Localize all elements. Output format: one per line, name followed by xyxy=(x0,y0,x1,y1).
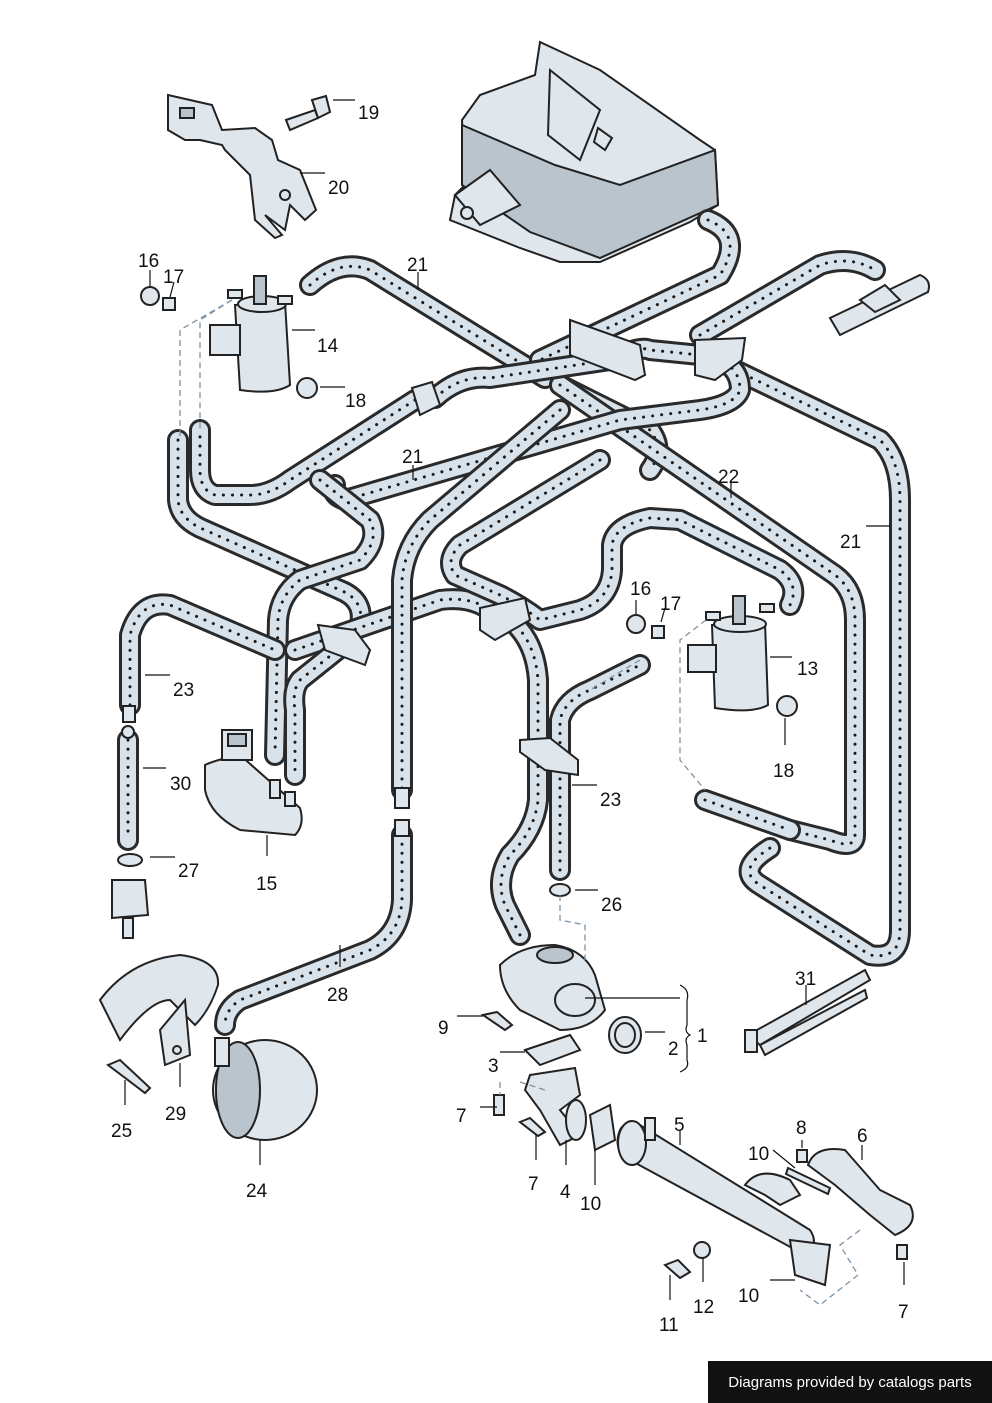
attribution-footer: Diagrams provided by catalogs parts xyxy=(708,1361,992,1403)
callout-21a: 21 xyxy=(407,255,428,276)
callout-7b: 7 xyxy=(528,1174,539,1195)
callout-5: 5 xyxy=(674,1115,685,1136)
callout-20: 20 xyxy=(328,178,349,199)
callout-26: 26 xyxy=(601,895,622,916)
solenoid-valve-13 xyxy=(687,595,775,712)
gasket-3 xyxy=(523,1033,582,1067)
callout-21b: 21 xyxy=(402,447,423,468)
mounting-bracket-29 xyxy=(98,953,220,1067)
bolts xyxy=(480,1010,908,1280)
screw-25 xyxy=(106,1058,152,1095)
callout-3: 3 xyxy=(488,1056,499,1077)
attribution-text: Diagrams provided by catalogs parts xyxy=(728,1373,972,1391)
callout-23a: 23 xyxy=(173,680,194,701)
vacuum-hoses xyxy=(117,209,911,1036)
callout-12: 12 xyxy=(693,1297,714,1318)
callout-30: 30 xyxy=(170,774,191,795)
callout-16a: 16 xyxy=(138,251,159,272)
callout-18b: 18 xyxy=(773,761,794,782)
nuts-and-caps xyxy=(140,286,798,717)
pipe-6 xyxy=(806,1148,914,1237)
callout-7a: 7 xyxy=(456,1106,467,1127)
callout-18a: 18 xyxy=(345,391,366,412)
callout-27: 27 xyxy=(178,861,199,882)
callout-17a: 17 xyxy=(163,267,184,288)
callout-14: 14 xyxy=(317,336,339,357)
gasket-8 xyxy=(784,1149,832,1196)
callout-4: 4 xyxy=(560,1182,571,1203)
pressure-converter-15 xyxy=(204,729,303,837)
callout-17b: 17 xyxy=(660,594,681,615)
callout-labels: 1 2 3 4 5 6 7 7 7 8 9 10 10 10 11 12 13 … xyxy=(111,99,909,1336)
callout-16b: 16 xyxy=(630,579,651,600)
callout-1: 1 xyxy=(697,1026,708,1047)
gasket-10 xyxy=(588,1103,617,1152)
pipe-4 xyxy=(523,1066,587,1147)
callout-11: 11 xyxy=(659,1315,679,1336)
callout-13: 13 xyxy=(797,659,818,680)
callout-24: 24 xyxy=(246,1181,268,1202)
solenoid-valve-14 xyxy=(209,275,293,393)
callout-10c: 10 xyxy=(738,1286,759,1307)
callout-8: 8 xyxy=(796,1118,807,1139)
callout-2: 2 xyxy=(668,1039,679,1060)
egr-cooler-5 xyxy=(616,1117,832,1287)
callout-28: 28 xyxy=(327,985,348,1006)
vacuum-reservoir-24 xyxy=(212,1037,318,1141)
callout-21c: 21 xyxy=(840,532,861,553)
intake-pipe-fitting xyxy=(828,273,930,337)
hose-clamp-26 xyxy=(549,883,571,897)
callout-10a: 10 xyxy=(580,1194,601,1215)
filter-27 xyxy=(111,853,150,939)
callout-29: 29 xyxy=(165,1104,186,1125)
callout-31: 31 xyxy=(795,969,816,990)
guide-lines xyxy=(179,299,861,1306)
bracket xyxy=(167,93,318,240)
egr-valve-1 xyxy=(498,943,642,1054)
air-filter-housing xyxy=(448,40,720,263)
sensor-31 xyxy=(744,968,872,1057)
callout-19: 19 xyxy=(358,103,379,124)
callout-6: 6 xyxy=(857,1126,868,1147)
callout-23b: 23 xyxy=(600,790,621,811)
callout-22: 22 xyxy=(718,467,739,488)
hose-connectors xyxy=(121,318,747,837)
callout-15: 15 xyxy=(256,874,277,895)
callout-7c: 7 xyxy=(898,1302,909,1323)
callout-9: 9 xyxy=(438,1018,449,1039)
callout-25: 25 xyxy=(111,1121,132,1142)
bolt xyxy=(284,94,332,132)
callout-10b: 10 xyxy=(748,1144,769,1165)
